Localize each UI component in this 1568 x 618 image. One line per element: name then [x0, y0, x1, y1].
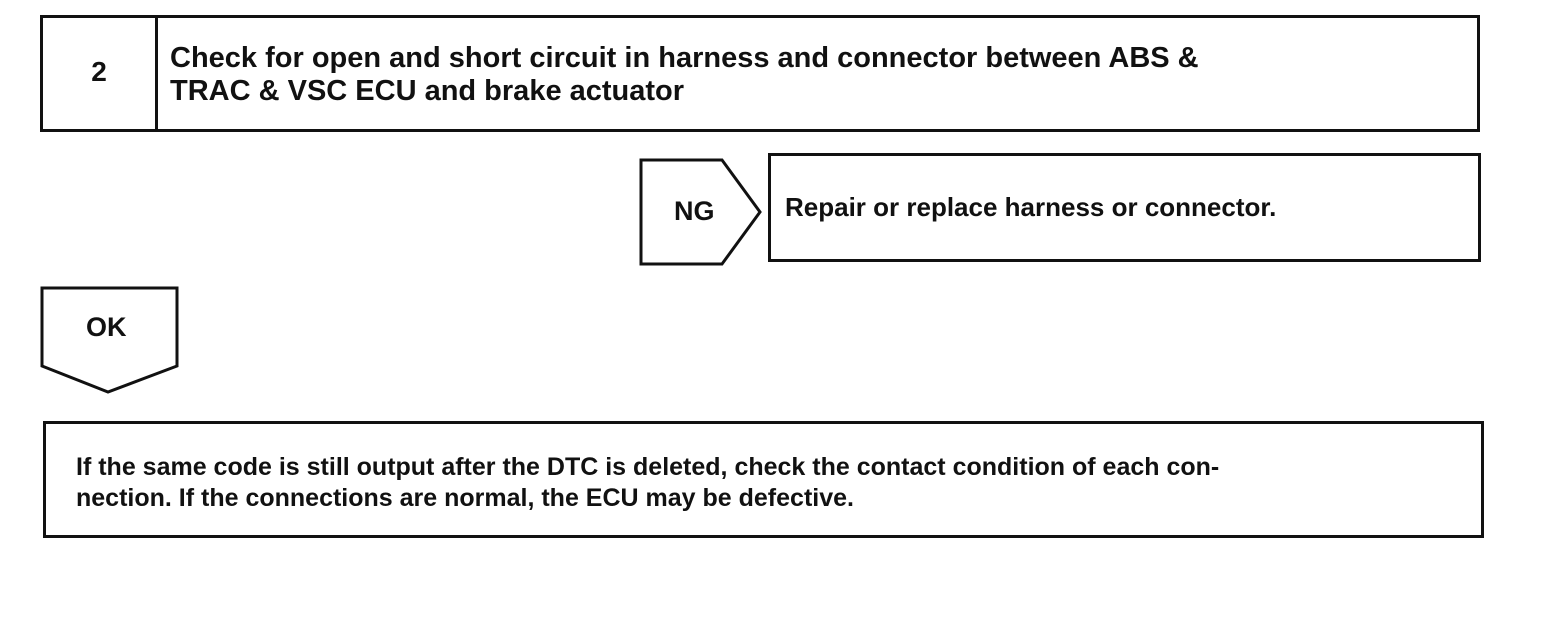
step-header-box: 2 Check for open and short circuit in ha… [40, 15, 1480, 132]
ng-label: NG [674, 196, 715, 226]
step-title-line-2: TRAC & VSC ECU and brake actuator [170, 75, 685, 107]
note-line-2: nection. If the connections are normal, … [76, 484, 854, 512]
step-title-line-1: Check for open and short circuit in harn… [170, 42, 1199, 74]
ng-arrow-shape [639, 158, 762, 266]
note-box: If the same code is still output after t… [43, 421, 1484, 538]
ng-result-text: Repair or replace harness or connector. [785, 192, 1277, 222]
ok-arrow-shape [40, 286, 179, 394]
ok-label: OK [86, 312, 127, 342]
step-title: Check for open and short circuit in harn… [158, 18, 1477, 129]
step-number: 2 [43, 18, 158, 129]
note-line-1: If the same code is still output after t… [76, 453, 1220, 481]
ng-result-box: Repair or replace harness or connector. [768, 153, 1481, 262]
